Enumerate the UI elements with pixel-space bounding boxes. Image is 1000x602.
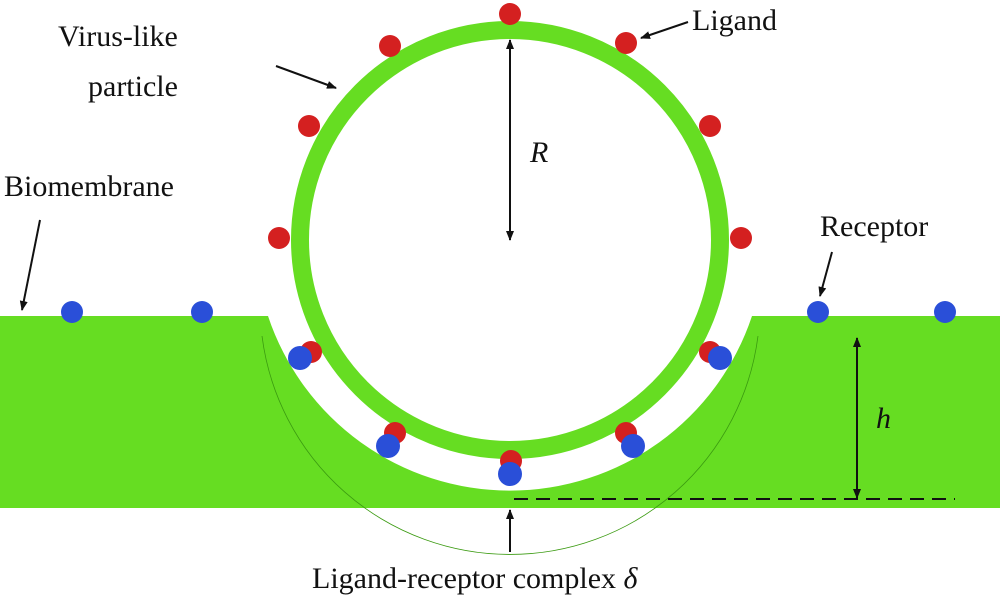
biomembrane-label: Biomembrane xyxy=(4,170,174,203)
ligand-dot xyxy=(298,115,320,137)
ligand-dot xyxy=(615,32,637,54)
receptor-dot xyxy=(807,301,829,323)
receptor-dot xyxy=(191,301,213,323)
biomembrane-pointer-arrow xyxy=(19,219,41,311)
receptor-label: Receptor xyxy=(820,210,928,243)
complex-receptor xyxy=(498,462,522,486)
receptor-pointer-arrow xyxy=(818,251,833,297)
radius-label: R xyxy=(529,136,548,169)
height-label: h xyxy=(876,402,891,435)
virus-label-line1: Virus-like xyxy=(58,20,178,53)
receptor-dot xyxy=(934,301,956,323)
delta-label: δ xyxy=(624,562,639,595)
complex-receptor xyxy=(708,346,732,370)
ligand-pointer-arrow xyxy=(640,21,689,39)
complex-label: Ligand-receptor complex δ xyxy=(312,562,639,595)
receptors xyxy=(61,301,956,323)
ligand-receptor-complexes xyxy=(288,341,732,486)
receptor-dot xyxy=(61,301,83,323)
virus-like-particle xyxy=(291,21,729,459)
ligand-dot xyxy=(730,227,752,249)
complex-receptor xyxy=(621,434,645,458)
ligand-dot xyxy=(379,35,401,57)
ligand-dot xyxy=(699,115,721,137)
complex-receptor xyxy=(376,434,400,458)
virus-pointer-arrow xyxy=(275,65,337,89)
virus-label-line2: particle xyxy=(88,70,178,103)
ligands xyxy=(268,3,752,249)
biomembrane xyxy=(0,316,1000,508)
membrane-inner-line xyxy=(261,335,759,555)
complex-receptor xyxy=(288,346,312,370)
complex-label-text: Ligand-receptor complex xyxy=(312,562,616,595)
ligand-label: Ligand xyxy=(692,4,777,37)
ligand-dot xyxy=(499,3,521,25)
ligand-dot xyxy=(268,227,290,249)
